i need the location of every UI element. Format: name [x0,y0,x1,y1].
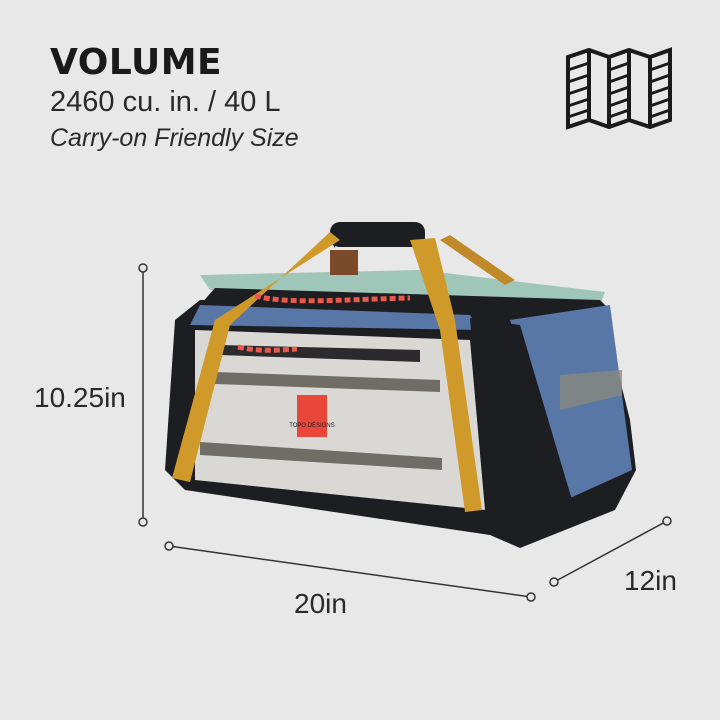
width-label: 20in [294,588,347,619]
duffel-bag-image: TOPO DESIGNS [165,222,636,548]
folded-map-icon [566,47,672,130]
volume-heading: VOLUME [50,42,223,83]
dimension-lines [138,263,672,602]
volume-value: 2460 cu. in. / 40 L [50,86,281,118]
size-subtitle: Carry-on Friendly Size [50,124,299,152]
height-label: 10.25in [34,382,126,413]
depth-label: 12in [624,565,677,596]
brand-tag [297,395,327,437]
brand-tag-label: TOPO DESIGNS [289,423,335,429]
